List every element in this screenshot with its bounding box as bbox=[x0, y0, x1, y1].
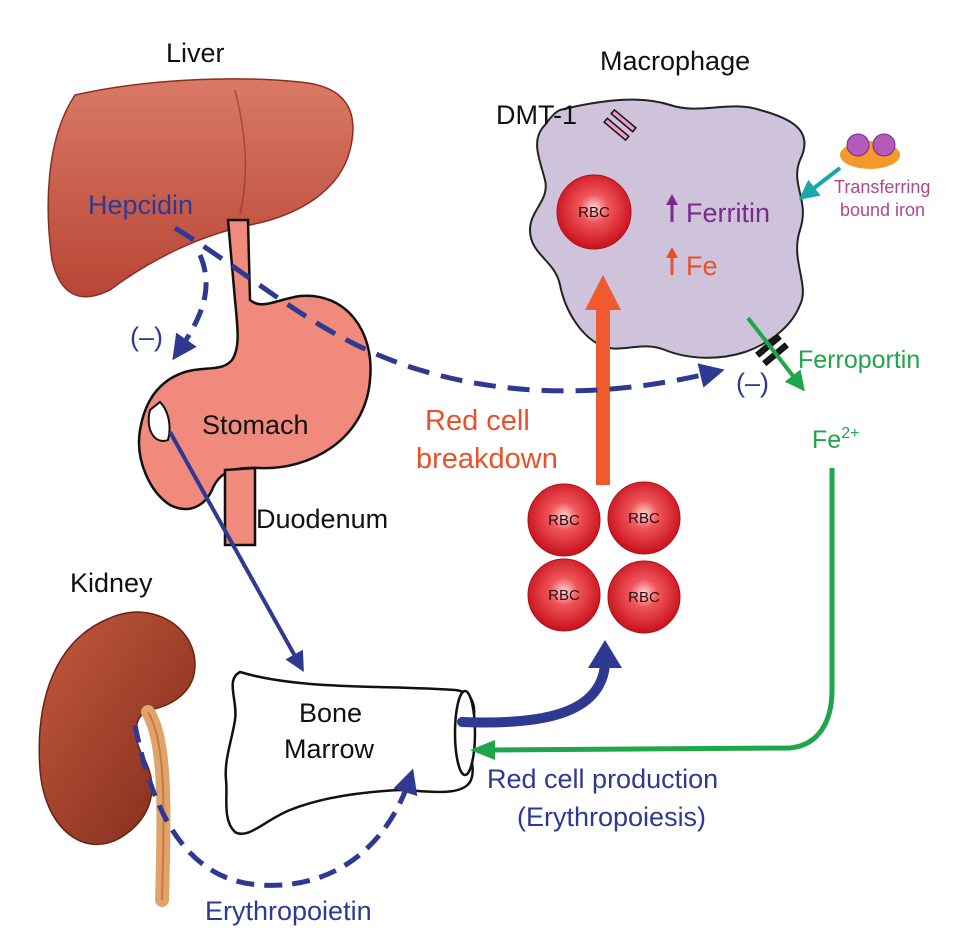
marrow-label: Marrow bbox=[284, 734, 375, 764]
duodenum-to-marrow-arrow bbox=[168, 431, 304, 672]
stomach bbox=[137, 218, 372, 547]
minus-left-label: (–) bbox=[130, 322, 163, 352]
duodenum-label: Duodenum bbox=[256, 504, 388, 534]
rbc-label: RBC bbox=[578, 204, 610, 221]
minus-right-label: (–) bbox=[736, 368, 769, 398]
dmt1-transporter bbox=[603, 108, 637, 142]
transferring-label: Transferring bbox=[834, 177, 930, 197]
rbc-cell: RBC bbox=[607, 481, 681, 555]
transferrin-arrow bbox=[798, 166, 842, 200]
fe2-base: Fe bbox=[812, 426, 841, 454]
rbc-macrophage: RBC bbox=[556, 174, 632, 250]
rbc-cell: RBC bbox=[607, 560, 681, 634]
liver-label: Liver bbox=[166, 38, 225, 68]
fe-label: Fe bbox=[686, 251, 718, 281]
kidney-label: Kidney bbox=[70, 568, 153, 598]
fe2-label: Fe2+ bbox=[812, 425, 859, 454]
bone-label: Bone bbox=[299, 698, 362, 728]
erythropoietin-label: Erythropoietin bbox=[205, 896, 372, 926]
marrow-to-rbc-arrow bbox=[457, 660, 610, 728]
rbc-cell: RBC bbox=[527, 558, 601, 632]
production-label: Red cell production bbox=[487, 764, 718, 794]
fe-up-arrow bbox=[666, 247, 678, 275]
erythropoietin-arrow bbox=[132, 724, 418, 888]
marrow-to-rbc-arrowhead bbox=[588, 640, 622, 668]
ferroportin-label: Ferroportin bbox=[798, 346, 920, 374]
hepcidin-to-ferroportin-arrow bbox=[173, 225, 725, 394]
transferrin-icon bbox=[840, 133, 900, 169]
rbc-label: RBC bbox=[628, 589, 660, 606]
stomach-label: Stomach bbox=[202, 410, 309, 440]
breakdown-arrow bbox=[585, 275, 621, 485]
erythropoiesis-label: (Erythropoiesis) bbox=[517, 802, 706, 832]
iron-to-marrow-arrowhead bbox=[470, 740, 495, 760]
iron-to-marrow-arrow bbox=[489, 468, 835, 753]
bound-iron-label: bound iron bbox=[840, 200, 925, 220]
hepcidin-label: Hepcidin bbox=[88, 190, 193, 220]
rbc-label: RBC bbox=[548, 587, 580, 604]
fe2-superscript: 2+ bbox=[841, 425, 859, 442]
breakdown-label: breakdown bbox=[416, 443, 558, 475]
bone-marrow bbox=[224, 670, 477, 835]
kidney bbox=[38, 611, 196, 907]
hepcidin-to-gut-arrow bbox=[172, 254, 209, 361]
ferroportin-export-arrow bbox=[746, 316, 805, 392]
red-cell-label: Red cell bbox=[425, 405, 530, 437]
rbc-cell: RBC bbox=[527, 483, 601, 557]
rbc-label: RBC bbox=[628, 510, 660, 527]
dmt1-label: DMT-1 bbox=[496, 100, 577, 130]
liver bbox=[47, 78, 354, 298]
macrophage-label: Macrophage bbox=[600, 46, 750, 76]
ferritin-up-arrow bbox=[666, 194, 678, 222]
rbc-label: RBC bbox=[548, 512, 580, 529]
ferritin-label: Ferritin bbox=[686, 198, 770, 228]
